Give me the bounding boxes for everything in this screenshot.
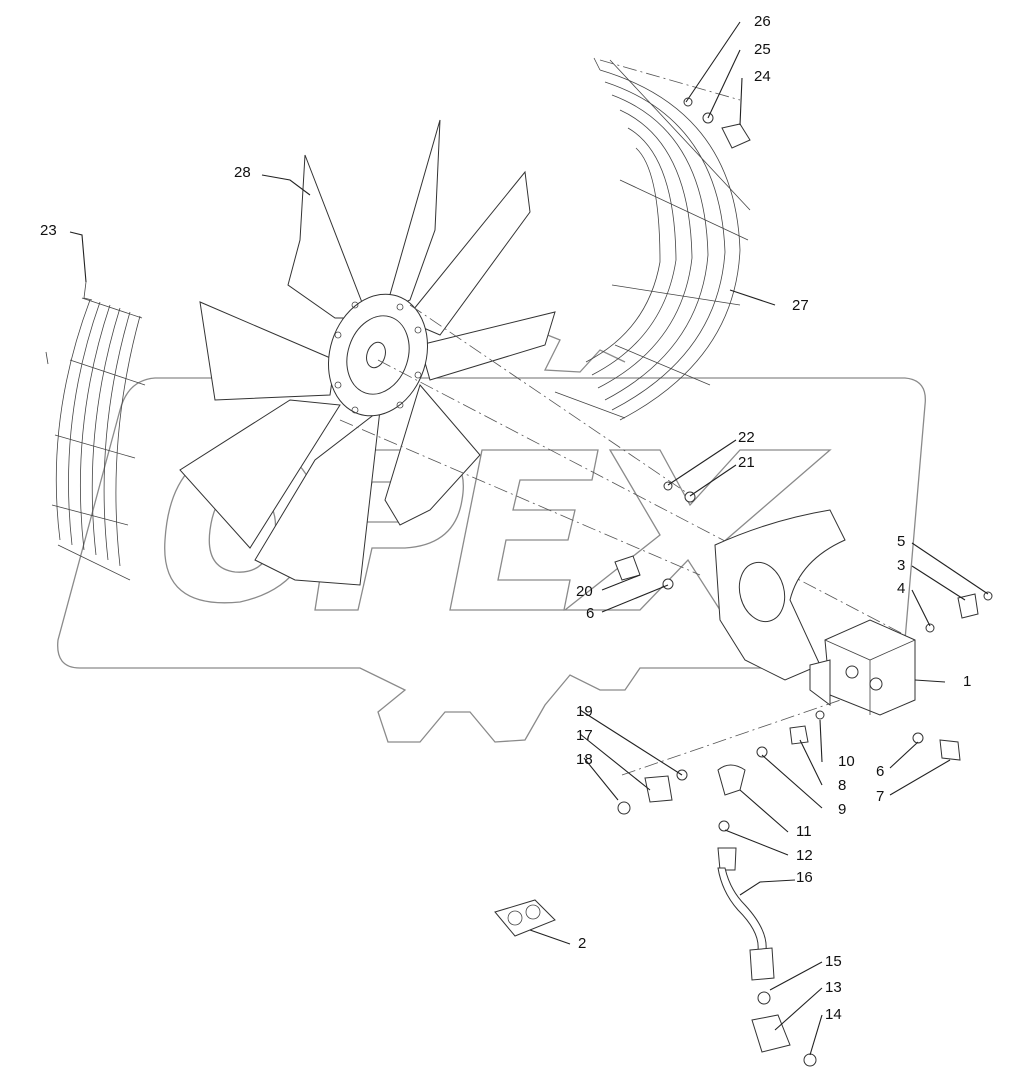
callout-4: 4: [897, 580, 905, 597]
fittings: [494, 97, 993, 1067]
callout-13: 13: [825, 979, 842, 996]
callout-6-lower: 6: [876, 763, 884, 780]
callout-3: 3: [897, 557, 905, 574]
callout-16: 16: [796, 869, 813, 886]
callout-8: 8: [838, 777, 846, 794]
callout-23: 23: [40, 222, 57, 239]
callout-20: 20: [576, 583, 593, 600]
callout-26: 26: [754, 13, 771, 30]
callout-14: 14: [825, 1006, 842, 1023]
callout-7: 7: [876, 788, 884, 805]
callout-1: 1: [963, 673, 971, 690]
callout-labels: 26 25 24 28 23 27 22 21 5 3 4 20 6 1 19 …: [40, 13, 971, 1023]
leader-lines: [69, 21, 989, 1056]
left-fan-guard: [45, 281, 146, 581]
callout-2: 2: [578, 935, 586, 952]
assembly-centerlines: [339, 59, 906, 776]
callout-25: 25: [754, 41, 771, 58]
callout-27: 27: [792, 297, 809, 314]
callout-24: 24: [754, 68, 771, 85]
callout-10: 10: [838, 753, 855, 770]
callout-6-upper: 6: [586, 605, 594, 622]
callout-18: 18: [576, 751, 593, 768]
callout-17: 17: [576, 727, 593, 744]
callout-12: 12: [796, 847, 813, 864]
mounting-bracket: [714, 509, 846, 681]
pump-block: [809, 619, 916, 716]
callout-22: 22: [738, 429, 755, 446]
callout-28: 28: [234, 164, 251, 181]
callout-11: 11: [796, 823, 812, 840]
callout-15: 15: [825, 953, 842, 970]
callout-19: 19: [576, 703, 593, 720]
right-fan-guard: [554, 57, 751, 421]
callout-5: 5: [897, 533, 905, 550]
fan-assembly: [179, 119, 556, 586]
callout-9: 9: [838, 801, 846, 818]
callout-21: 21: [738, 454, 755, 471]
